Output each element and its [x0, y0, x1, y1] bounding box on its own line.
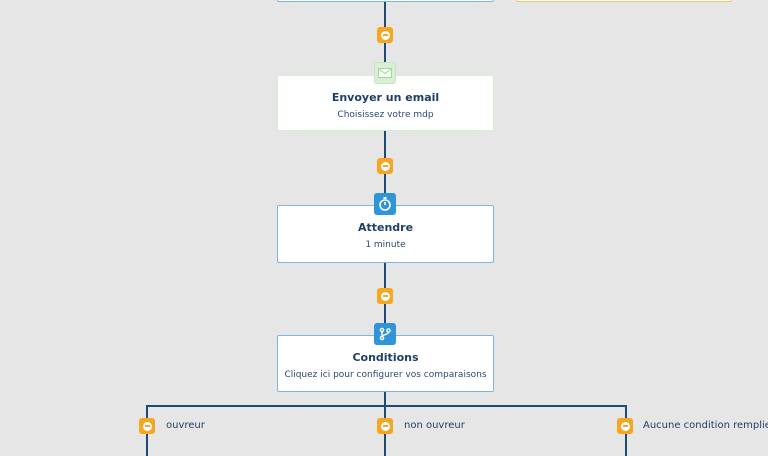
previous-step-node[interactable]	[277, 0, 494, 2]
add-step-button-branch-2[interactable]	[377, 418, 393, 434]
envelope-icon	[378, 68, 392, 78]
node-title: Envoyer un email	[331, 91, 440, 104]
stopwatch-icon	[379, 197, 391, 211]
connector-conditions-split	[384, 391, 386, 407]
add-step-button-branch-3[interactable]	[617, 418, 633, 434]
add-step-icon	[380, 291, 390, 301]
branch-badge	[374, 323, 396, 345]
node-title: Attendre	[357, 221, 414, 234]
stopwatch-badge	[374, 193, 396, 215]
node-title: Conditions	[352, 351, 419, 364]
node-subtitle: 1 minute	[365, 240, 406, 250]
add-step-button[interactable]	[377, 288, 393, 304]
side-step-node[interactable]	[516, 0, 732, 2]
add-step-icon	[380, 161, 390, 171]
branch-icon	[379, 327, 391, 341]
add-step-icon	[380, 421, 390, 431]
add-step-button[interactable]	[377, 158, 393, 174]
add-step-icon	[380, 30, 390, 40]
connector-branch-bar	[146, 405, 626, 407]
add-step-button-branch-1[interactable]	[139, 418, 155, 434]
add-step-icon	[620, 421, 630, 431]
envelope-badge	[374, 62, 396, 84]
node-subtitle: Cliquez ici pour configurer vos comparai…	[284, 370, 487, 380]
node-subtitle: Choisissez votre mdp	[337, 110, 434, 120]
branch-label-non-opener: non ouvreur	[404, 420, 465, 431]
add-step-icon	[142, 421, 152, 431]
branch-label-opener: ouvreur	[166, 420, 205, 431]
branch-label-no-condition: Aucune condition remplie	[643, 420, 768, 431]
add-step-button[interactable]	[377, 27, 393, 43]
